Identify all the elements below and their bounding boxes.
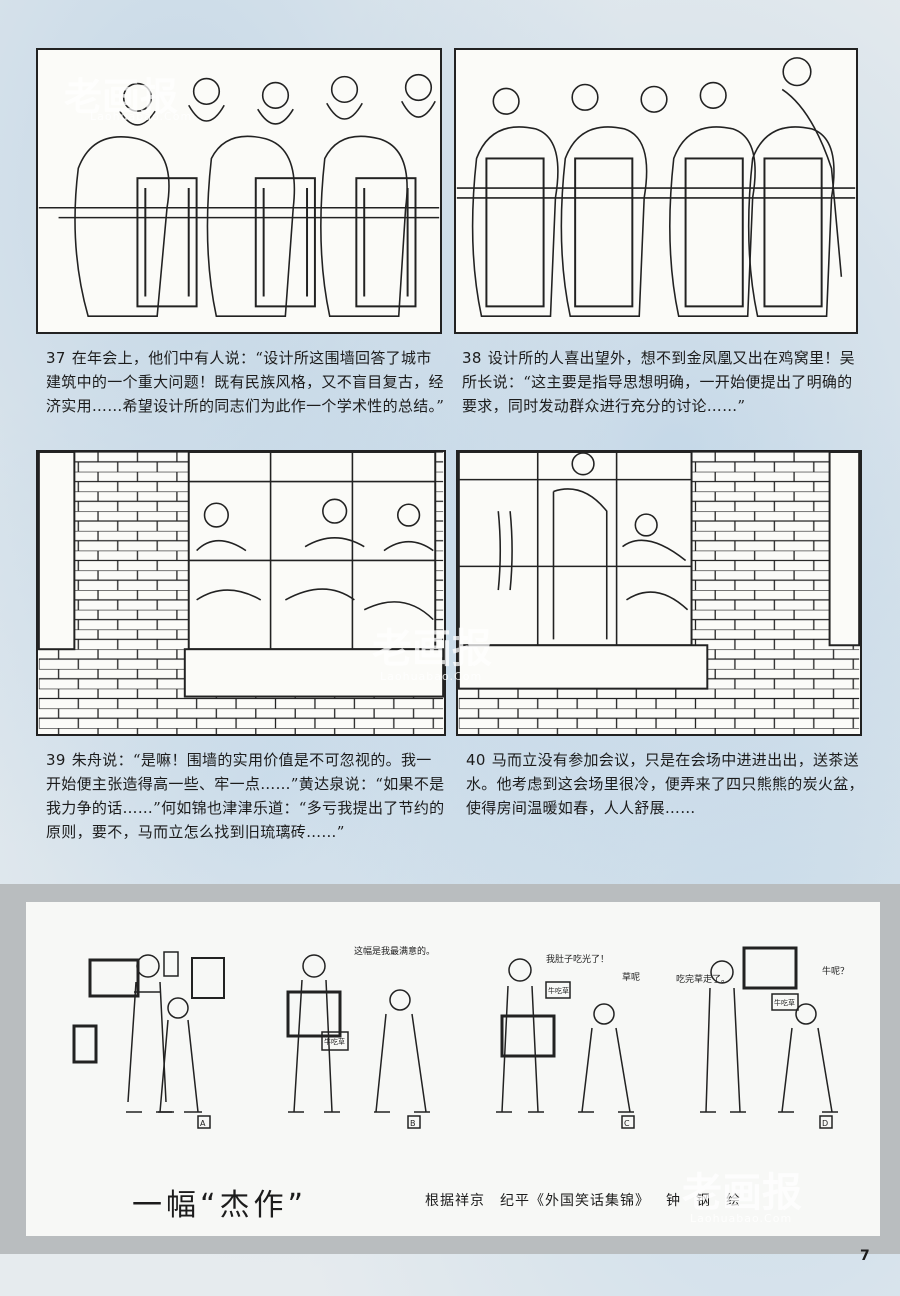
strip-credit: 根据祥京 纪平《外国笑话集锦》钟 钢 绘 [425, 1190, 757, 1210]
comic-panel-40 [456, 450, 862, 736]
sign-text-d: 牛吃草 [774, 998, 795, 1007]
speech-bubble-d-right: 牛呢？ [822, 965, 849, 977]
watermark-top: 老画报 [64, 75, 179, 119]
comic-panel-37 [36, 48, 442, 334]
watermark-bottom: 老画报 [682, 1170, 802, 1216]
four-frame-cartoon-illustration: A B C D 这幅是我最满意的。 我肚子吃光了！ 草呢 吃完草走了。 牛呢？ … [72, 945, 849, 1129]
frame-label-c: C [624, 1119, 630, 1128]
speech-bubble-d-left: 吃完草走了。 [676, 973, 730, 985]
caption-text: 朱舟说：“是嘛！围墙的实用价值是不可忽视的。我一开始便主张造得高一些、牢一点……… [46, 751, 445, 841]
frame-label-b: B [410, 1119, 416, 1128]
frame-label-a: A [200, 1119, 206, 1128]
meeting-table-illustration [456, 57, 856, 318]
caption-text: 设计所的人喜出望外，想不到金凤凰又出在鸡窝里！吴所长说：“这主要是指导思想明确，… [462, 349, 855, 415]
watermark-bottom-url: Laohuabao.Com [690, 1212, 793, 1225]
sign-text-b: 牛吃草 [324, 1037, 345, 1046]
caption-number: 40 [466, 751, 486, 769]
brick-wall-window-illustration [458, 452, 860, 734]
credit-artist: 钟 钢 绘 [666, 1193, 741, 1209]
strip-title: 一幅“杰作” [132, 1188, 308, 1223]
speech-bubble-c-right: 草呢 [622, 971, 640, 983]
sign-text-c: 牛吃草 [548, 986, 569, 995]
speech-bubble-c-left: 我肚子吃光了！ [546, 953, 609, 965]
comic-panel-38 [454, 48, 858, 334]
brick-wall-window-illustration [38, 452, 444, 734]
caption-text: 在年会上，他们中有人说：“设计所这围墙回答了城市建筑中的一个重大问题！既有民族风… [46, 349, 445, 415]
credit-source: 根据祥京 纪平《外国笑话集锦》 [425, 1193, 650, 1209]
speech-bubble-b: 这幅是我最满意的。 [354, 945, 435, 957]
caption-number: 38 [462, 349, 482, 367]
meeting-table-illustration [38, 73, 440, 318]
watermark-top-url: Laohuabao.Com [90, 110, 193, 123]
caption-number: 39 [46, 751, 66, 769]
watermark-middle: 老画报 [372, 626, 492, 672]
caption-number: 37 [46, 349, 66, 367]
frame-label-d: D [822, 1119, 828, 1128]
caption-text: 马而立没有参加会议，只是在会场中进进出出，送茶送水。他考虑到这会场里很冷，便弄来… [466, 751, 864, 817]
comic-panel-39 [36, 450, 446, 736]
watermark-middle-url: Laohuabao.Com [380, 670, 483, 683]
page-number: 7 [860, 1248, 870, 1264]
cartoon-strip: A B C D 这幅是我最满意的。 我肚子吃光了！ 草呢 吃完草走了。 牛呢？ … [26, 902, 880, 1236]
